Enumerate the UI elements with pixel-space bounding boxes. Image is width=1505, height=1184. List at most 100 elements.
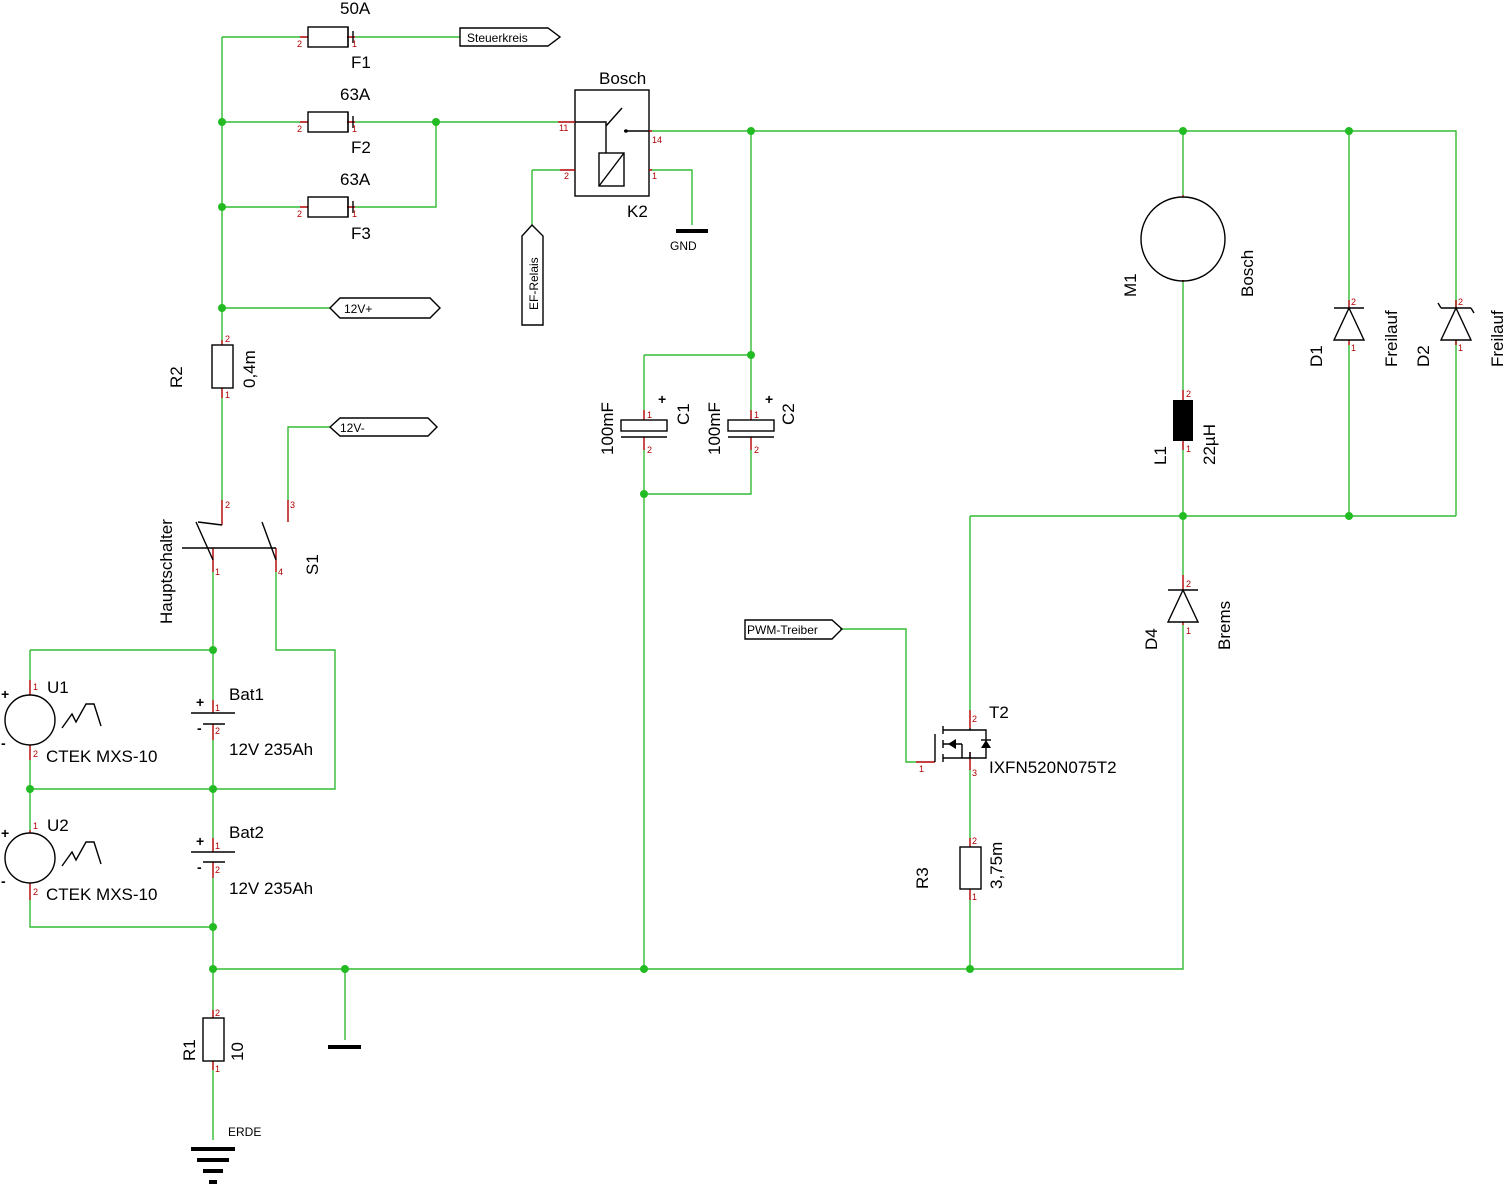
diode-name: D4 <box>1142 628 1161 650</box>
junction <box>640 965 648 973</box>
junction <box>747 127 755 135</box>
motor-name: M1 <box>1121 273 1140 297</box>
svg-text:-: - <box>1 735 6 751</box>
wires <box>29 36 1457 1140</box>
diode-value: Brems <box>1215 601 1234 650</box>
svg-text:1: 1 <box>225 390 230 400</box>
battery-name: Bat1 <box>229 685 264 704</box>
svg-text:2: 2 <box>33 749 38 759</box>
svg-text:PWM-Treiber: PWM-Treiber <box>747 623 818 637</box>
junction <box>209 965 217 973</box>
junction <box>966 965 974 973</box>
junction <box>341 965 349 973</box>
fuse-name: F1 <box>351 53 371 72</box>
svg-text:+: + <box>1 825 9 841</box>
junction <box>747 351 755 359</box>
svg-text:1: 1 <box>33 821 38 831</box>
svg-text:1: 1 <box>652 171 657 181</box>
svg-text:2: 2 <box>972 836 977 846</box>
resistor-name: R3 <box>913 867 932 889</box>
diode-name: D1 <box>1307 345 1326 367</box>
svg-text:Steuerkreis: Steuerkreis <box>467 31 528 45</box>
junction <box>26 785 34 793</box>
svg-text:+: + <box>765 391 773 407</box>
svg-text:1: 1 <box>215 567 220 577</box>
source-name: U1 <box>47 678 69 697</box>
svg-text:12V+: 12V+ <box>344 302 372 316</box>
junction <box>1179 127 1187 135</box>
motor-value: Bosch <box>1238 250 1257 297</box>
junction <box>209 923 217 931</box>
svg-text:11: 11 <box>559 123 568 133</box>
capacitor-c2: + 1 2 100mF C2 <box>705 391 798 455</box>
svg-text:2: 2 <box>1186 389 1191 399</box>
svg-text:1: 1 <box>1186 626 1191 636</box>
svg-text:1: 1 <box>1458 343 1463 353</box>
ground-erde: ERDE <box>191 1125 261 1184</box>
svg-text:1: 1 <box>352 209 357 219</box>
switch-s1: 2 3 1 4 Hauptschalter S1 <box>157 500 322 624</box>
resistor-r1: 2 1 R1 10 <box>180 1008 247 1074</box>
net-label-steuerkreis: Steuerkreis <box>459 27 562 47</box>
svg-text:2: 2 <box>1186 579 1191 589</box>
svg-text:3: 3 <box>972 768 977 778</box>
switch-name: S1 <box>303 554 322 575</box>
junction <box>1345 512 1353 520</box>
transistor-value: IXFN520N075T2 <box>989 758 1117 777</box>
svg-text:1: 1 <box>215 1064 220 1074</box>
fuse-value: 63A <box>340 170 371 189</box>
inductor-name: L1 <box>1151 446 1170 465</box>
svg-text:2: 2 <box>215 865 220 875</box>
fuse-name: F2 <box>351 138 371 157</box>
svg-text:2: 2 <box>754 445 759 455</box>
diode-value: Freilauf <box>1382 310 1401 367</box>
junction <box>218 203 226 211</box>
svg-text:2: 2 <box>564 171 569 181</box>
source-u1: + - 1 2 U1 CTEK MXS-10 <box>1 678 157 766</box>
junction <box>432 118 440 126</box>
source-name: U2 <box>47 816 69 835</box>
svg-text:-: - <box>197 720 202 736</box>
svg-text:2: 2 <box>1351 297 1356 307</box>
capacitor-value: 100mF <box>705 402 724 455</box>
source-u2: + - 1 2 U2 CTEK MXS-10 <box>1 816 157 904</box>
svg-text:1: 1 <box>972 892 977 902</box>
svg-text:3: 3 <box>290 500 295 510</box>
battery-name: Bat2 <box>229 823 264 842</box>
capacitor-name: C1 <box>674 403 693 425</box>
inductor-value: 22µH <box>1200 424 1219 465</box>
resistor-value: 3,75m <box>987 842 1006 889</box>
mosfet-t2: 1 2 3 T2 IXFN520N075T2 <box>916 703 1117 778</box>
diode-d4: 2 1 D4 Brems <box>1142 575 1234 650</box>
svg-text:2: 2 <box>33 887 38 897</box>
svg-text:12V-: 12V- <box>340 421 365 435</box>
source-value: CTEK MXS-10 <box>46 885 157 904</box>
svg-text:2: 2 <box>647 445 652 455</box>
battery-bat1: + - 1 2 Bat1 12V 235Ah <box>191 685 313 759</box>
svg-text:1: 1 <box>919 764 924 774</box>
battery-value: 12V 235Ah <box>229 740 313 759</box>
svg-text:-: - <box>197 859 202 875</box>
svg-text:2: 2 <box>215 1008 220 1018</box>
motor-m1: M1 Bosch <box>1121 195 1257 297</box>
svg-text:4: 4 <box>278 567 283 577</box>
svg-text:1: 1 <box>647 410 652 420</box>
svg-text:14: 14 <box>652 135 662 145</box>
resistor-name: R1 <box>180 1039 199 1061</box>
diode-name: D2 <box>1414 345 1433 367</box>
junction <box>1345 127 1353 135</box>
capacitor-c1: + 1 2 100mF C1 <box>598 391 693 455</box>
svg-text:1: 1 <box>352 124 357 134</box>
diode-d2: 2 1 D2 Freilauf <box>1414 297 1505 367</box>
svg-text:2: 2 <box>297 124 302 134</box>
svg-text:1: 1 <box>754 410 759 420</box>
svg-text:1: 1 <box>1351 343 1356 353</box>
svg-text:GND: GND <box>670 239 697 253</box>
fuse-f3: 2 1 63A F3 <box>297 170 371 243</box>
svg-text:2: 2 <box>1458 297 1463 307</box>
svg-text:+: + <box>196 694 204 710</box>
svg-text:1: 1 <box>352 39 357 49</box>
resistor-name: R2 <box>167 366 186 388</box>
svg-text:2: 2 <box>215 726 220 736</box>
